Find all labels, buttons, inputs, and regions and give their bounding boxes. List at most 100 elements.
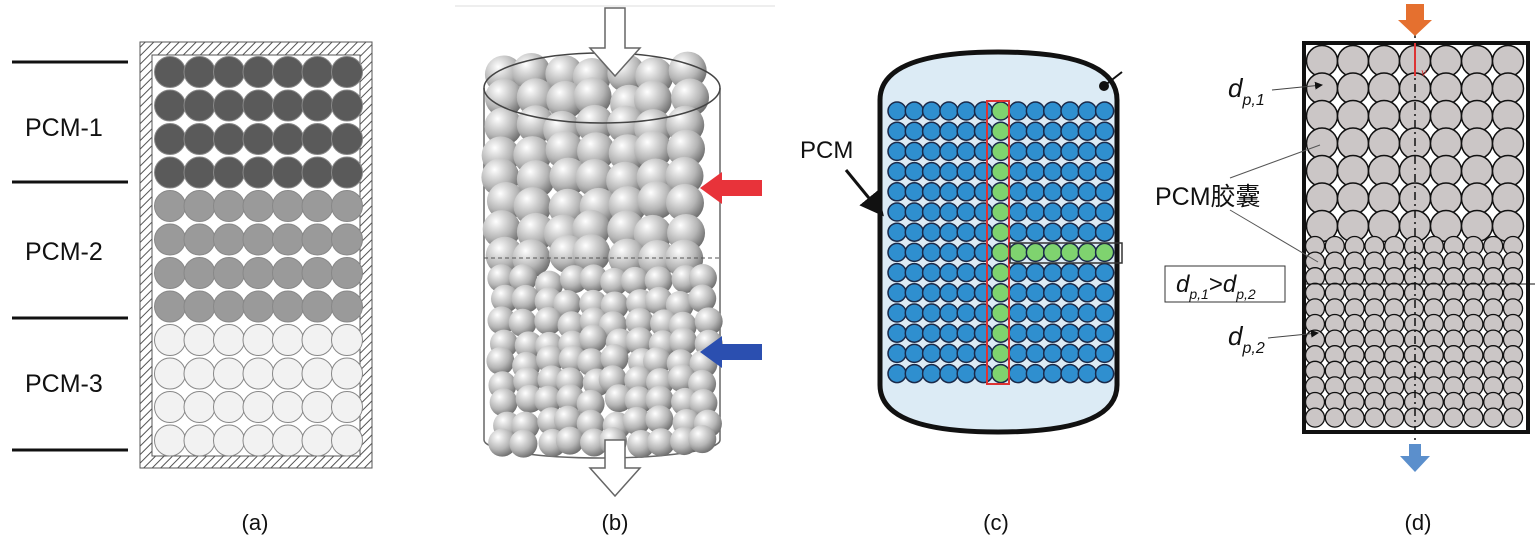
pcm-capsule: [242, 190, 275, 222]
pcm-capsule-large: [1460, 154, 1494, 188]
pcm-capsule-large: [1336, 99, 1370, 133]
pcm-capsule: [154, 424, 186, 457]
pcm-sphere: [579, 264, 608, 293]
pcm-capsule: [887, 182, 907, 202]
pcm-capsule: [991, 182, 1011, 202]
pcm-capsule: [939, 101, 959, 121]
pcm-capsule: [973, 222, 994, 242]
pcm-capsule: [939, 363, 959, 384]
pcm-capsule: [1077, 323, 1098, 343]
pcm-capsule: [973, 262, 994, 283]
pcm-capsule: [1077, 363, 1098, 384]
pcm-capsule-large: [1429, 182, 1463, 215]
pcm-capsule: [973, 121, 994, 141]
pcm-capsule: [973, 323, 994, 343]
pcm-capsule-large: [1336, 127, 1370, 160]
pcm-capsule: [956, 242, 976, 263]
pcm-capsule: [1060, 161, 1080, 182]
pcm-capsule: [939, 161, 959, 182]
pcm-capsule-small: [1423, 407, 1444, 428]
pcm-capsule: [242, 223, 275, 256]
pcm-capsule: [242, 123, 275, 155]
pcm-capsule: [887, 202, 907, 222]
pcm-capsule: [904, 343, 925, 364]
pcm-capsule: [973, 283, 994, 303]
pcm-capsule: [242, 257, 275, 289]
pcm-capsule: [242, 156, 275, 189]
pcm-capsule: [921, 101, 942, 121]
pcm-capsule: [183, 357, 216, 390]
pcm-capsule: [939, 323, 959, 343]
pcm-capsule: [1094, 363, 1115, 384]
pcm-capsule: [1042, 161, 1063, 182]
pcm-sphere: [534, 307, 563, 336]
pcm-capsule: [904, 161, 925, 182]
pcm-capsule-large: [1460, 99, 1494, 133]
pcm-sphere: [575, 104, 614, 143]
pcm-capsule: [991, 283, 1011, 303]
pcm-sphere: [622, 406, 651, 435]
pcm-capsule: [921, 222, 942, 242]
pcm-capsule: [1060, 363, 1080, 384]
pcm-capsule: [887, 242, 907, 263]
pcm-capsule: [956, 363, 976, 384]
pcm-capsules-c: [887, 101, 1115, 384]
dp2-label: dp,2: [1228, 321, 1265, 357]
pcm-capsule: [1042, 242, 1063, 263]
pcm-capsule: [154, 391, 186, 423]
pcm-capsule: [331, 56, 363, 88]
pcm-capsule: [973, 343, 994, 364]
pcm-capsule: [272, 424, 304, 457]
pcm-capsule: [921, 182, 942, 202]
pcm-capsule-small: [1304, 407, 1326, 428]
pcm-sphere: [645, 385, 674, 414]
pcm-capsule: [1077, 141, 1098, 162]
pcm-capsule: [154, 123, 186, 155]
pcm-capsule: [921, 323, 942, 343]
pcm-capsule: [1077, 242, 1098, 263]
pcm-capsule: [956, 101, 976, 121]
pcm-capsule: [904, 283, 925, 303]
pcm-capsule: [1042, 222, 1063, 242]
pcm-capsule: [1060, 222, 1080, 242]
pcm-capsule: [1094, 101, 1115, 121]
pcm-capsule: [331, 424, 363, 457]
pcm-sphere: [559, 265, 588, 294]
pcm-capsule: [973, 303, 994, 323]
pcm-capsule: [1025, 283, 1046, 303]
pcm-sphere: [647, 428, 676, 457]
pcm-capsule: [887, 121, 907, 141]
pcm-capsule: [272, 290, 304, 323]
pcm-capsule: [301, 424, 334, 457]
pcm-capsule: [1060, 101, 1080, 121]
pcm-capsule: [956, 121, 976, 141]
pcm-sphere: [511, 284, 540, 313]
pcm-sphere: [688, 264, 717, 293]
pcm-sphere: [688, 284, 717, 313]
pcm-capsule: [956, 303, 976, 323]
pcm-capsule: [1008, 121, 1028, 141]
pcm-capsule: [242, 89, 275, 122]
pcm-sphere: [667, 129, 706, 168]
pcm-capsule: [1060, 323, 1080, 343]
pcm-capsule: [1094, 182, 1115, 202]
pcm-capsule: [183, 89, 216, 122]
pcm-capsule: [1008, 323, 1028, 343]
pcm-capsule: [183, 391, 216, 423]
pcm-sphere: [625, 327, 654, 356]
pcm-sphere: [509, 264, 538, 293]
pcm-capsule-large: [1491, 127, 1525, 160]
pcm-capsule: [991, 202, 1011, 222]
pcm-sphere: [553, 290, 582, 319]
relation-box: [1164, 265, 1286, 303]
pcm-capsule-large: [1367, 154, 1401, 188]
pcm-capsule: [887, 303, 907, 323]
pcm-capsule: [1077, 101, 1098, 121]
pcm-capsule: [1025, 121, 1046, 141]
pcm-capsule: [887, 222, 907, 242]
pcm-capsule: [301, 357, 334, 390]
pcm-capsule: [213, 357, 245, 390]
pcm-capsule: [213, 290, 245, 323]
pcm-capsule: [1008, 101, 1028, 121]
pcm-capsule: [301, 123, 334, 155]
